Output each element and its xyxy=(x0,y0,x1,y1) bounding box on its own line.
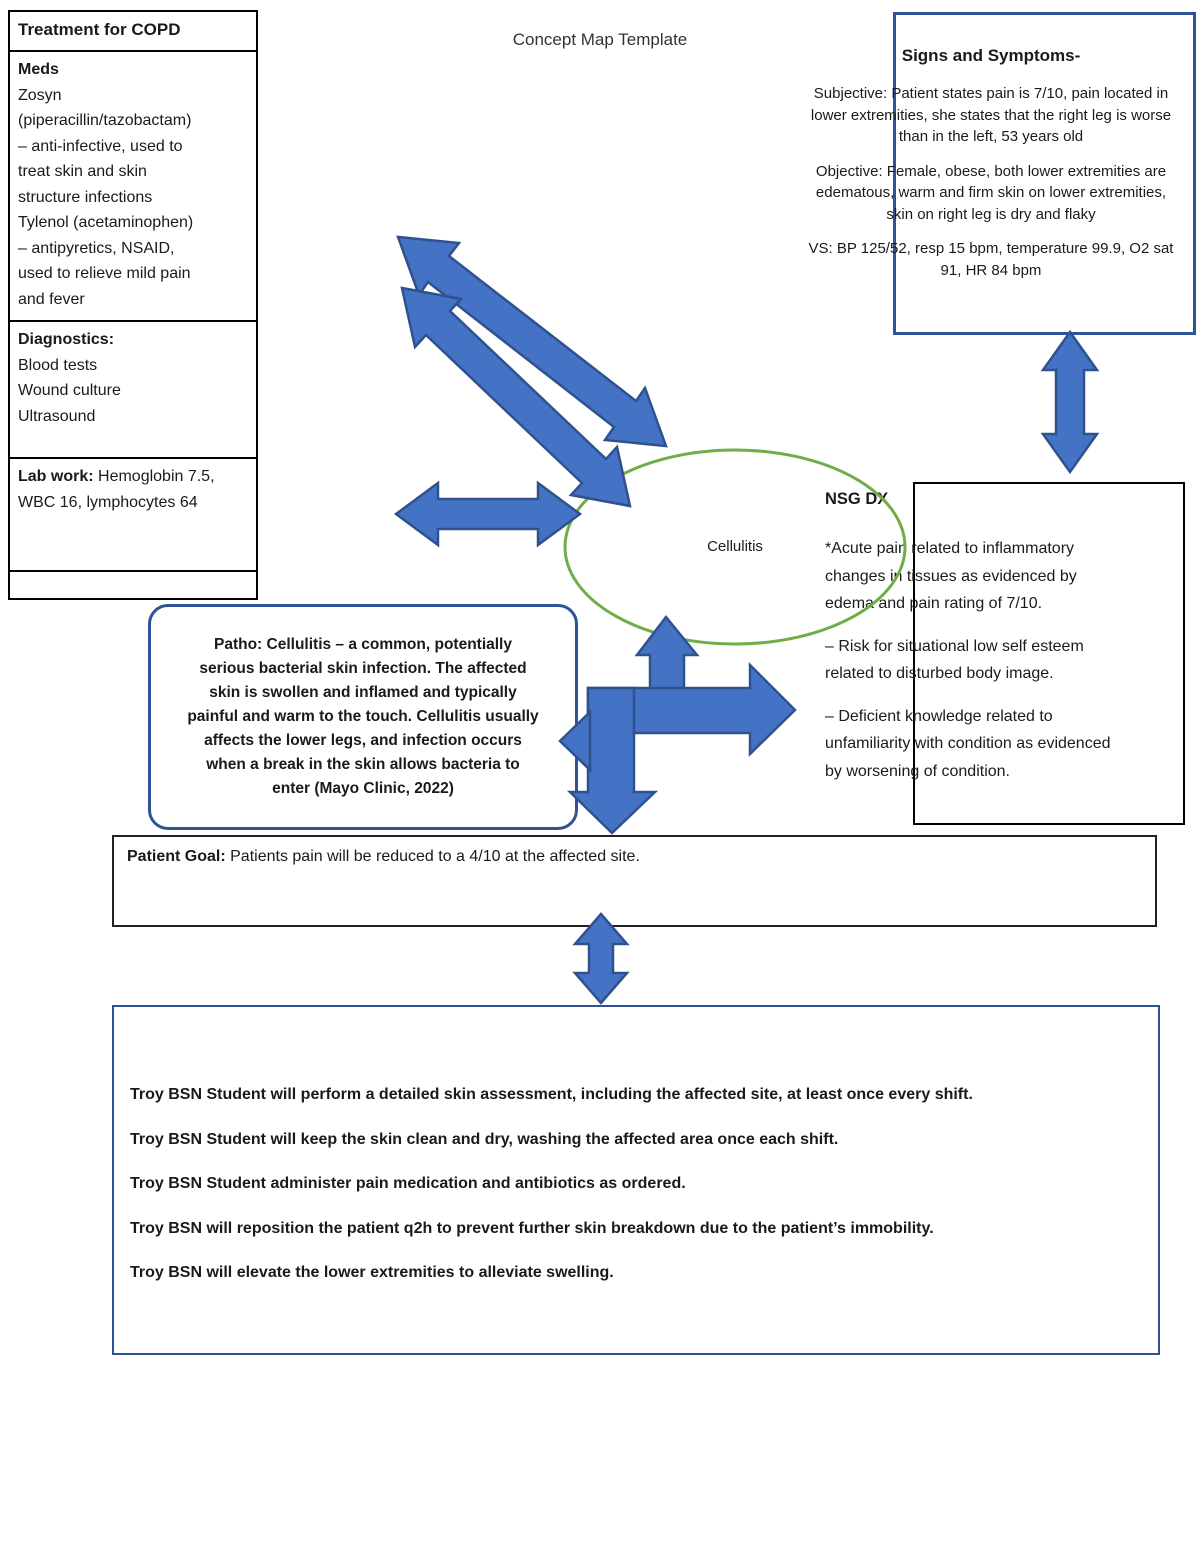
patient-goal-text: Patients pain will be reduced to a 4/10 … xyxy=(225,848,640,865)
vertical-double-arrow-icon-bottom xyxy=(572,912,630,1005)
nsg-dx-self-esteem: – Risk for situational low self esteem r… xyxy=(825,637,1084,683)
cellulitis-label: Cellulitis xyxy=(707,538,763,555)
subjective-text: Subjective: Patient states pain is 7/10,… xyxy=(810,85,1172,145)
nsg-dx-content: NSG DX *Acute pain related to inflammato… xyxy=(825,490,1190,800)
labwork-text: Hemoglobin 7.5, WBC 16, lymphocytes 64 xyxy=(18,468,215,511)
treatment-box-title: Treatment for COPD xyxy=(18,20,181,39)
empty-section xyxy=(10,570,256,598)
quad-arrow-icon xyxy=(558,614,797,835)
diagonal-double-arrow-icon-1 xyxy=(396,235,668,448)
meds-section: Meds Zosyn (piperacillin/tazobactam) – a… xyxy=(10,50,256,320)
quad-arrow-up-icon xyxy=(634,614,700,707)
meds-heading: Meds xyxy=(18,61,59,78)
labwork-label: Lab work: xyxy=(18,468,94,485)
patient-goal-label: Patient Goal: xyxy=(127,848,226,865)
vitals-text: VS: BP 125/52, resp 15 bpm, temperature … xyxy=(808,240,1174,279)
diagonal-double-arrow-icon-2 xyxy=(400,286,632,508)
meds-list: Zosyn (piperacillin/tazobactam) – anti-i… xyxy=(18,86,194,308)
page-title: Concept Map Template xyxy=(512,30,688,49)
quad-arrow-right-icon xyxy=(586,661,797,757)
diagnostics-list: Blood tests Wound culture Ultrasound xyxy=(18,356,121,425)
diagnostics-section: Diagnostics: Blood tests Wound culture U… xyxy=(10,320,256,457)
interventions-list: Troy BSN Student will perform a detailed… xyxy=(130,1086,973,1281)
treatment-box: Treatment for COPD Meds Zosyn (piperacil… xyxy=(8,10,258,600)
objective-text: Objective: Female, obese, both lower ext… xyxy=(815,162,1167,223)
diagnostics-heading: Diagnostics: xyxy=(18,331,115,348)
nsg-dx-box xyxy=(913,482,1185,825)
quad-arrow-down-icon xyxy=(566,686,659,835)
horizontal-double-arrow-icon xyxy=(393,480,583,548)
vertical-double-arrow-icon-right xyxy=(1040,329,1100,475)
patho-text: Patho: Cellulitis – a common, potentiall… xyxy=(187,636,539,797)
patient-goal-box: Patient Goal: Patients pain will be redu… xyxy=(112,835,1157,927)
interventions-box: Troy BSN Student will perform a detailed… xyxy=(112,1005,1160,1355)
nsg-dx-knowledge: – Deficient knowledge related to unfamil… xyxy=(825,707,1111,780)
labwork-section: Lab work: Hemoglobin 7.5, WBC 16, lympho… xyxy=(10,457,256,570)
nsg-dx-heading: NSG DX xyxy=(825,490,889,508)
signs-symptoms-content: Signs and Symptoms- Subjective: Patient … xyxy=(792,46,1190,294)
signs-symptoms-heading: Signs and Symptoms- xyxy=(901,46,1081,65)
nsg-dx-acute-pain: *Acute pain related to inflammatory chan… xyxy=(825,540,1077,612)
patho-box: Patho: Cellulitis – a common, potentiall… xyxy=(148,604,578,830)
